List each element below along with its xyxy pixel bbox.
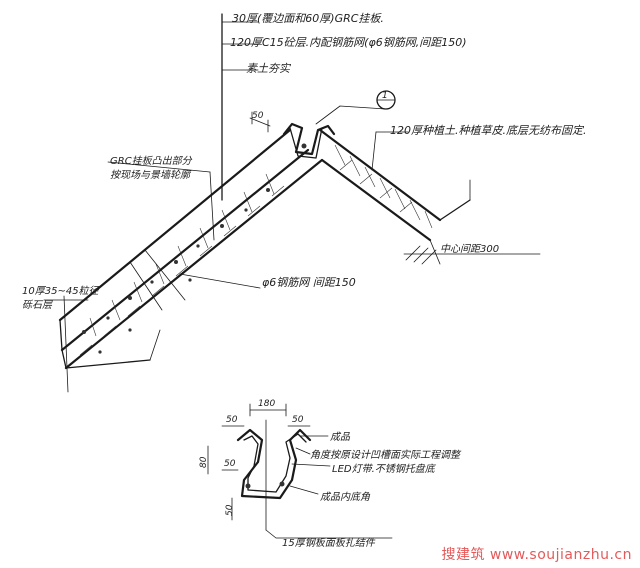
detail-dimensions bbox=[207, 403, 311, 521]
detail-dim-50-right: 50 bbox=[292, 415, 304, 425]
callout-concrete-layer: 120厚C15砼层.内配钢筋网(φ6钢筋网,间距150) bbox=[230, 36, 467, 49]
watermark: 搜建筑 www.soujianzhu.cn bbox=[441, 547, 632, 563]
top-leaders bbox=[221, 13, 259, 201]
section-marker-label: 1 bbox=[382, 91, 388, 101]
callout-grc-protrusion-1: GRC挂板凸出部分 bbox=[110, 155, 193, 167]
left-slope-section bbox=[58, 128, 324, 370]
rebar-leader bbox=[179, 273, 261, 289]
detail-note-inner-corner: 成品内底角 bbox=[320, 491, 371, 503]
callout-grc-protrusion-2: 按现场与景墙轮廓 bbox=[110, 169, 192, 181]
dim-50-top-label: 50 bbox=[252, 111, 264, 121]
detail-leaders bbox=[265, 435, 393, 539]
dim-50-top bbox=[249, 111, 271, 133]
detail-note-led: LED灯带.不锈钢托盘底 bbox=[332, 463, 437, 475]
detail-dim-50-bottom: 50 bbox=[225, 504, 235, 516]
detail-dim-180: 180 bbox=[258, 399, 275, 409]
left-leaders bbox=[43, 161, 215, 393]
ridge-cap bbox=[282, 122, 336, 159]
callout-gravel-1: 10厚35~45粒径 bbox=[22, 285, 100, 297]
detail-note-finished: 成品 bbox=[330, 431, 351, 443]
detail-profile bbox=[236, 419, 312, 531]
detail-dim-50-left: 50 bbox=[226, 415, 238, 425]
callout-rebar-mesh: φ6钢筋网 间距150 bbox=[262, 276, 356, 289]
callout-planting-soil: 120厚种植土.种植草皮.底层无纺布固定. bbox=[390, 124, 586, 137]
detail-note-angle: 角度按原设计凹槽面实际工程调整 bbox=[310, 449, 462, 461]
callout-grc-panel: 30厚(覆边面和60厚)GRC挂板. bbox=[232, 12, 384, 25]
section-marker bbox=[315, 90, 396, 125]
detail-dim-80: 80 bbox=[199, 456, 209, 468]
detail-note-steel-plate: 15厚钢板面板扎结件 bbox=[282, 537, 376, 549]
right-slope-section bbox=[318, 128, 471, 265]
detail-dim-50-mid: 50 bbox=[224, 459, 236, 469]
right-leaders bbox=[371, 131, 541, 255]
callout-center-spacing: 中心间距300 bbox=[440, 243, 499, 255]
callout-gravel-2: 砾石层 bbox=[22, 299, 53, 311]
callout-compacted-soil: 素土夯实 bbox=[246, 62, 292, 75]
